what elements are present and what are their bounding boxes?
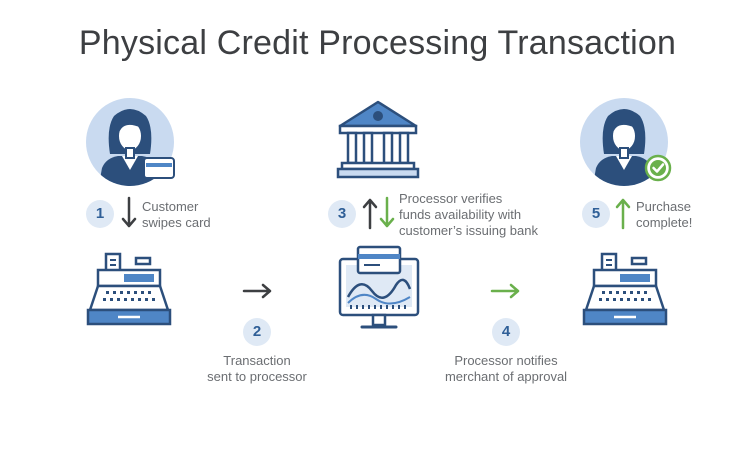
step-3-line3: customer’s issuing bank (399, 223, 538, 238)
step-badge-5: 5 (582, 200, 610, 228)
step-badge-2: 2 (243, 318, 271, 346)
arrows-up-down-icon (362, 196, 395, 230)
arrow-right-icon (242, 283, 272, 299)
step-4-line1: Processor notifies (454, 353, 558, 368)
step-2-line1: Transaction (223, 353, 291, 368)
step-4-caption: Processor notifies merchant of approval (421, 353, 591, 385)
step-1-line2: swipes card (142, 215, 211, 230)
step-4-line2: merchant of approval (444, 369, 568, 384)
step-3-line1: Processor verifies (399, 191, 503, 206)
diagram-title: Physical Credit Processing Transaction (78, 24, 677, 62)
arrow-up-icon (615, 198, 631, 230)
step-2-line2: sent to processor (207, 369, 307, 384)
step-badge-3: 3 (328, 200, 356, 228)
step-badge-1: 1 (86, 200, 114, 228)
step-5-line2: complete! (636, 215, 693, 230)
processor-monitor-icon (338, 245, 420, 329)
step-2-caption: Transaction sent to processor (177, 353, 337, 385)
arrow-down-icon (121, 196, 137, 228)
step-badge-4: 4 (492, 318, 520, 346)
customer-with-card-icon (86, 98, 175, 186)
step-1-line1: Customer (142, 199, 199, 214)
customer-approved-icon (580, 98, 672, 186)
step-3-caption: Processor verifies funds availability wi… (399, 191, 538, 239)
arrow-right-green-icon (490, 283, 520, 299)
step-1-caption: Customer swipes card (142, 199, 211, 231)
bank-icon (336, 100, 420, 179)
step-3-line2: funds availability with (399, 207, 522, 222)
cash-register-icon (86, 252, 172, 326)
step-5-line1: Purchase (636, 199, 691, 214)
cash-register-icon-right (582, 252, 668, 326)
step-5-caption: Purchase complete! (636, 199, 692, 231)
